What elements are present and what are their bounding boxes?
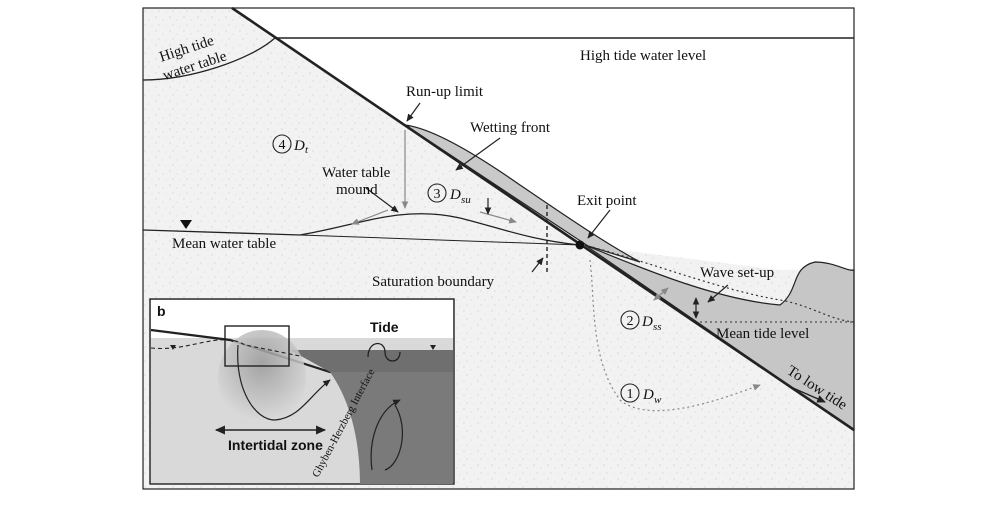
svg-text:D: D bbox=[293, 138, 305, 154]
svg-text:1: 1 bbox=[627, 387, 634, 402]
inset-intertidal-zone-label: Intertidal zone bbox=[228, 437, 323, 453]
mean-water-table-base bbox=[299, 234, 581, 246]
svg-text:t: t bbox=[305, 144, 309, 156]
svg-text:su: su bbox=[461, 194, 471, 206]
run-up-limit-label: Run-up limit bbox=[406, 84, 484, 100]
mean-water-table bbox=[142, 213, 581, 246]
svg-text:ss: ss bbox=[653, 321, 662, 333]
water-table-mound-label-1: Water table bbox=[322, 165, 391, 181]
wetting-front-pointer bbox=[455, 137, 501, 171]
high-tide-water-level-label: High tide water level bbox=[580, 48, 706, 64]
svg-text:3: 3 bbox=[434, 187, 441, 202]
mound-spread-left-arrow bbox=[351, 209, 389, 225]
high-tide-water-table bbox=[142, 37, 276, 81]
zone-3: 3 D su bbox=[427, 183, 471, 206]
mound-pointer bbox=[365, 187, 399, 213]
zone-1: 1 D w bbox=[620, 383, 662, 406]
diagram-frame bbox=[142, 7, 855, 490]
wave-set-up-label: Wave set-up bbox=[700, 265, 774, 281]
beach-face-line bbox=[231, 6, 855, 432]
water-table-mound-label-2: mound bbox=[336, 182, 378, 198]
svg-text:w: w bbox=[654, 394, 662, 406]
mean-tide-level-label: Mean tide level bbox=[716, 326, 809, 342]
svg-text:4: 4 bbox=[279, 138, 286, 153]
dss-exchange-arrow bbox=[653, 287, 669, 301]
swash-lens bbox=[404, 124, 641, 263]
inset-panel-letter: b bbox=[157, 303, 166, 319]
mean-water-table-label: Mean water table bbox=[172, 236, 276, 252]
dw-flow-path bbox=[589, 259, 761, 412]
exit-point-pointer bbox=[587, 209, 611, 239]
svg-text:D: D bbox=[641, 314, 653, 330]
saturation-boundary-pointer bbox=[531, 257, 544, 273]
svg-text:D: D bbox=[449, 187, 461, 203]
water-table-symbol bbox=[180, 220, 192, 229]
air-region bbox=[232, 8, 854, 270]
exit-point-label: Exit point bbox=[577, 193, 637, 209]
inset-tide-label: Tide bbox=[370, 319, 399, 335]
zone-4: 4 D t bbox=[272, 134, 309, 156]
zone-2: 2 D ss bbox=[620, 310, 662, 333]
svg-text:2: 2 bbox=[627, 314, 634, 329]
to-low-tide-arrow bbox=[792, 387, 826, 403]
wave-set-up-pointer bbox=[707, 284, 729, 303]
run-up-pointer bbox=[406, 102, 421, 122]
inset-panel bbox=[149, 298, 455, 485]
svg-text:D: D bbox=[642, 387, 654, 403]
saturation-boundary-label: Saturation boundary bbox=[372, 274, 495, 290]
wetting-front-label: Wetting front bbox=[470, 120, 551, 136]
exit-point-dot bbox=[575, 240, 585, 250]
